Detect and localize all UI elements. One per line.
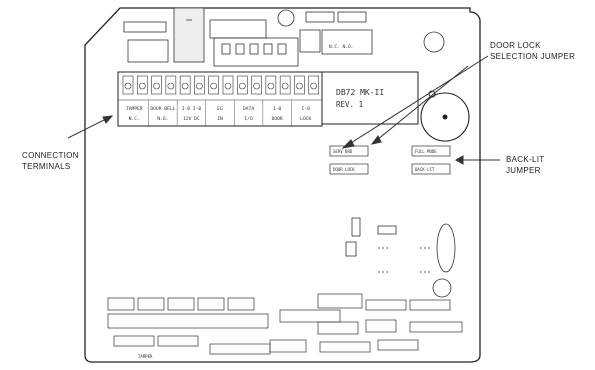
terminal-screw-head	[138, 82, 146, 90]
terminal-block: TAMPER N.C. DOOR BELL N.O. I-0 I-0 12V DC EG IN…	[117, 71, 323, 127]
terminal-screw-head	[153, 82, 160, 90]
terminal-group-top-label: I-0	[273, 106, 282, 112]
terminal-screw	[222, 75, 234, 95]
backlit-jumper-bottom-label: BACK-LIT	[415, 167, 435, 172]
terminal-screw	[194, 75, 205, 95]
terminal-group-top-label: I-0	[302, 106, 311, 112]
callout-arrows	[67, 55, 500, 165]
backlit-jumper: FULL MODE BACK-LIT	[411, 145, 451, 175]
terminal-group-bottom-label: IN	[217, 116, 223, 122]
terminal-screw-head	[210, 82, 218, 90]
nc-no-label: N.C. N.O.	[329, 44, 353, 50]
terminal-group-top-label: DATA	[243, 106, 254, 112]
terminal-screw	[179, 75, 191, 95]
terminal-group-bottom-label: N.O.	[157, 116, 168, 122]
terminal-screw-head	[196, 82, 203, 90]
model-box: DB72 MK-II REV. 1	[321, 71, 419, 125]
terminal-screw	[208, 75, 220, 95]
terminal-screw	[308, 75, 320, 95]
terminal-group-top-label: TAMPER	[126, 106, 143, 112]
terminal-screw-head	[296, 82, 303, 90]
terminal-group-top-label: I-0 I-0	[182, 106, 202, 112]
terminal-screw-head	[281, 82, 289, 90]
terminal-screw-head	[181, 82, 189, 90]
terminal-screw	[151, 75, 162, 95]
door-lock-jumper-bottom-label: DOOR LOCK	[333, 167, 355, 172]
door-lock-callout-line1: DOOR LOCK	[490, 41, 541, 50]
terminal-screw-head	[253, 82, 260, 90]
terminal-group-bottom-label: 12V DC	[183, 116, 200, 122]
bottom-tamper-label: TAMPER	[138, 354, 153, 359]
terminal-screw-head	[224, 82, 232, 90]
model-label-line2: REV. 1	[336, 100, 363, 109]
backlit-jumper-callout: BACK-LIT JUMPER	[506, 154, 544, 176]
terminal-screw-head	[267, 82, 275, 90]
terminal-screw	[279, 75, 291, 95]
terminal-screw-head	[124, 82, 132, 90]
backlit-callout-line1: BACK-LIT	[506, 155, 545, 164]
terminal-group-bottom-label: LOCK	[300, 116, 311, 122]
terminal-group-bottom-label: I/O	[244, 116, 253, 122]
door-lock-jumper-callout: DOOR LOCK SELECTION JUMPER	[490, 40, 575, 62]
door-lock-jumper-top-label: SERV BRD	[333, 149, 353, 154]
backlit-callout-line2: JUMPER	[506, 166, 541, 175]
terminal-screw-head	[167, 82, 175, 90]
terminal-group-bottom-label: N.C.	[129, 116, 140, 122]
terminal-group-bottom-label: DOOR	[272, 116, 283, 122]
terminal-screw	[265, 75, 277, 95]
model-label-line1: DB72 MK-II	[336, 88, 384, 97]
terminal-screw	[236, 75, 248, 95]
board-outline	[84, 7, 481, 363]
terminal-screw	[251, 75, 262, 95]
terminal-screw-head	[310, 82, 318, 90]
connection-terminals-callout: CONNECTION TERMINALS	[22, 150, 79, 172]
top-components	[123, 7, 445, 67]
terminal-screw	[294, 75, 305, 95]
terminal-screw	[165, 75, 177, 95]
backlit-jumper-top-label: FULL MODE	[415, 149, 437, 154]
bottom-components	[107, 293, 463, 355]
connection-callout-line2: TERMINALS	[22, 162, 71, 171]
mid-components	[345, 217, 456, 298]
door-lock-callout-line2: SELECTION JUMPER	[490, 52, 576, 61]
terminal-screw-head	[238, 82, 246, 90]
terminal-group-top-label: EG	[217, 106, 223, 112]
terminal-screw	[122, 75, 134, 95]
connection-callout-line1: CONNECTION	[22, 151, 79, 160]
terminal-screw	[136, 75, 148, 95]
terminal-group-top-label: DOOR BELL	[150, 106, 175, 112]
